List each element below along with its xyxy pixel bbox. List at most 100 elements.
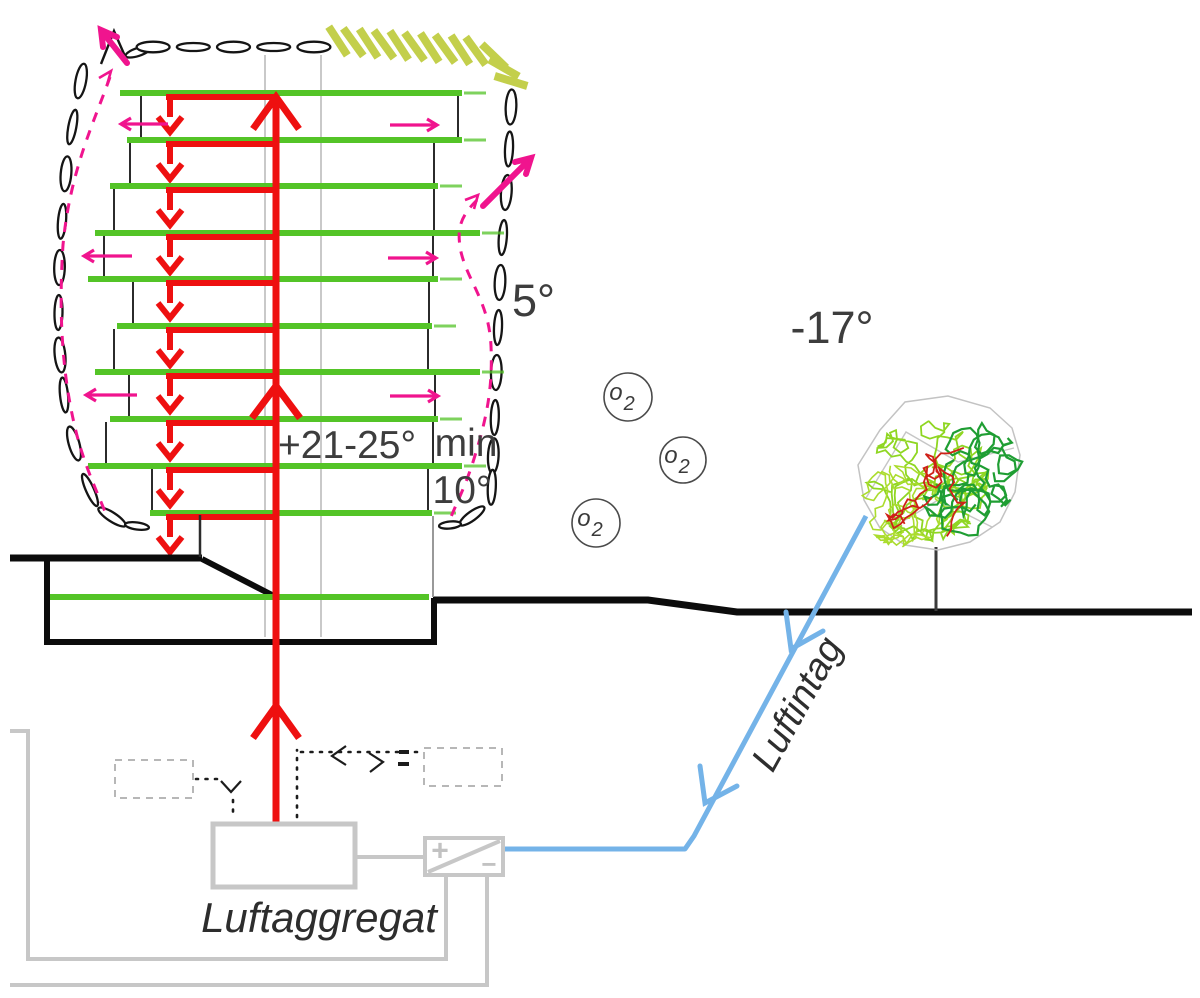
down-arrow-icon: [155, 162, 185, 184]
foliage-scribble: [942, 426, 1012, 520]
up-arrow-icon: [250, 91, 302, 132]
foliage-scribble: [914, 465, 968, 537]
dotted-line: [398, 750, 409, 766]
arrowhead-icon: [426, 117, 441, 133]
arrowhead-icon: [427, 388, 442, 404]
intake-pipe: [505, 514, 869, 852]
up-arrow-icon: [249, 380, 303, 421]
air-unit-label: Luftaggregat: [201, 894, 439, 941]
foliage-scribble: [875, 428, 969, 543]
arrowhead-icon: [425, 250, 440, 266]
oxygen-circle: [603, 372, 653, 422]
solar-hatch-stroke: [431, 32, 459, 65]
floor-slabs: [88, 90, 504, 557]
tree-canopy-outline: [857, 395, 1021, 551]
solar-hatch-stroke: [340, 25, 367, 59]
envelope-temp-label: 5°: [512, 275, 555, 326]
down-arrow-icon: [155, 348, 185, 370]
exhaust-arrow-top-left: [101, 31, 130, 66]
min-temp-word: min: [435, 422, 498, 465]
dashed-unit-box: [423, 747, 503, 787]
solar-hatch-stroke: [386, 28, 412, 62]
arrowhead-icon: [82, 387, 97, 403]
arrowhead-icon: [464, 192, 480, 210]
down-arrow-icon: [155, 255, 185, 277]
down-arrow-icon: [155, 394, 185, 416]
chain-link: [489, 398, 500, 437]
chain-link: [73, 62, 89, 100]
tree-foliage: [860, 420, 1024, 548]
roof-hatch: [325, 24, 529, 90]
dotted-control-lines: [194, 745, 423, 819]
down-arrow-icon: [155, 535, 185, 557]
down-arrow-icon: [155, 488, 185, 510]
foliage-scribble: [924, 446, 965, 489]
arrowhead-icon: [117, 116, 132, 132]
temperature-labels: 5° -17° +21-25° min 10°: [278, 275, 874, 512]
solar-hatch-stroke: [325, 24, 351, 58]
hx-plus-icon: +: [431, 835, 449, 868]
arrowhead-icon: [783, 609, 826, 653]
solar-hatch-stroke: [487, 56, 521, 80]
arrowhead-icon: [368, 752, 385, 773]
oxygen-symbol: o2: [664, 442, 689, 478]
indoor-temp-label: +21-25°: [278, 424, 416, 467]
down-arrow-icon: [155, 208, 185, 230]
chain-link: [215, 40, 252, 54]
foliage-scribble: [884, 496, 933, 530]
chain-link: [175, 41, 211, 53]
chain-hook-right: [437, 520, 463, 530]
solar-hatch-stroke: [462, 34, 489, 68]
arrowhead-icon: [512, 153, 536, 177]
foliage-scribble: [921, 484, 991, 537]
ground-and-basement: [10, 515, 1192, 645]
chain-link: [493, 263, 507, 302]
core-shafts: [264, 55, 322, 637]
chain-link: [296, 40, 332, 54]
chain-link: [492, 308, 504, 347]
chain-link: [66, 108, 79, 146]
down-arrow-icon: [155, 115, 185, 137]
supply-air-duct: [249, 91, 303, 824]
chain-link: [135, 40, 171, 54]
oxygen-symbol: o2: [577, 505, 602, 541]
up-arrow-icon: [250, 700, 302, 741]
ground-line-right: [433, 596, 1192, 616]
ground-slope: [200, 556, 274, 598]
return-duct-line: [10, 729, 448, 961]
chain-link: [53, 336, 67, 374]
chain-link: [503, 130, 515, 168]
outdoor-temp-label: -17°: [790, 302, 873, 353]
arrowhead-icon: [98, 68, 114, 86]
solar-hatch-stroke: [355, 26, 382, 60]
exhaust-arrow-top-right: [480, 158, 531, 209]
chain-peak: [99, 27, 130, 65]
air-unit-box: [210, 821, 358, 890]
heat-exchanger-diagonal: [427, 839, 501, 874]
leakage-path-right: [449, 198, 493, 518]
hx-minus-icon: −: [481, 849, 496, 879]
solar-hatch-stroke: [417, 31, 443, 65]
chain-link: [65, 425, 83, 462]
basement-pit: [44, 559, 437, 645]
chain-link: [504, 88, 518, 126]
chain-link: [80, 472, 100, 508]
oxygen-symbol: o2: [609, 379, 634, 415]
arrowhead-icon: [220, 780, 242, 794]
solar-hatch-stroke: [493, 72, 529, 90]
chain-link: [53, 248, 66, 287]
envelope-chain: [53, 27, 518, 531]
chain-link: [486, 468, 498, 506]
solar-hatch-stroke: [447, 33, 474, 67]
equipment: + − Luftaggregat: [10, 729, 505, 987]
oxygen-circle: [659, 436, 707, 484]
foliage-scribble: [860, 470, 943, 548]
arrowhead-icon: [97, 25, 120, 50]
dashed-unit-box: [114, 759, 194, 799]
leakage-path-left: [59, 76, 112, 515]
arrowhead-icon: [697, 763, 740, 807]
oxygen-molecules: o2 o2 o2: [571, 372, 707, 548]
chain-link: [59, 155, 73, 193]
solar-hatch-stroke: [370, 28, 398, 61]
